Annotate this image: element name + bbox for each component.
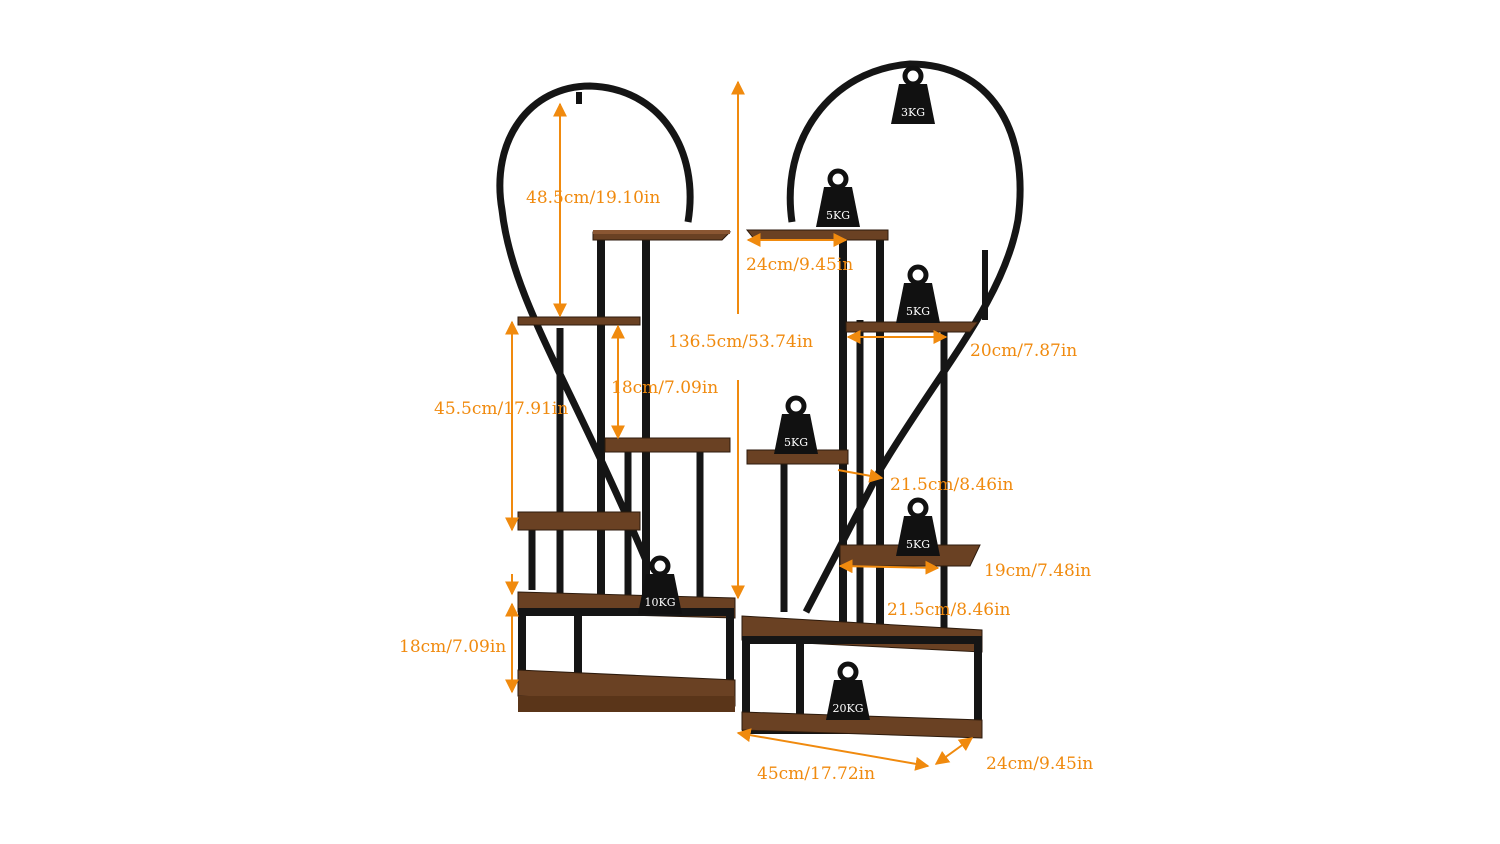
shelf5-width-label: 21.5cm/8.46in bbox=[887, 600, 1011, 620]
left-base-box bbox=[517, 591, 736, 712]
svg-text:5KG: 5KG bbox=[784, 436, 808, 449]
svg-text:5KG: 5KG bbox=[906, 538, 930, 551]
total-height-label: 136.5cm/53.74in bbox=[668, 332, 813, 352]
left-shelf-gap-label: 18cm/7.09in bbox=[611, 378, 718, 398]
weight-icon: 5KG bbox=[896, 267, 940, 323]
weight-icon: 10KG bbox=[638, 558, 682, 614]
hook-icon bbox=[576, 92, 582, 104]
svg-text:5KG: 5KG bbox=[826, 209, 850, 222]
arch-height-label: 48.5cm/19.10in bbox=[526, 188, 660, 208]
left-shelf-3 bbox=[604, 437, 731, 453]
left-arch-frame bbox=[496, 82, 694, 572]
weight-icon: 5KG bbox=[774, 398, 818, 454]
base-depth-label: 24cm/9.45in bbox=[986, 754, 1093, 774]
weight-icon: 3KG bbox=[891, 68, 935, 124]
weight-icon: 5KG bbox=[896, 500, 940, 556]
left-shelf-2 bbox=[517, 316, 641, 326]
right-top-shelf bbox=[745, 229, 889, 241]
left-top-shelf bbox=[592, 230, 732, 241]
left-shelf-4 bbox=[517, 511, 641, 531]
svg-text:5KG: 5KG bbox=[906, 305, 930, 318]
shelf3-width-label: 21.5cm/8.46in bbox=[890, 475, 1014, 495]
shelf2-width-label: 20cm/7.87in bbox=[970, 341, 1077, 361]
shelf4-width-label: 19cm/7.48in bbox=[984, 561, 1091, 581]
weight-icon: 20KG bbox=[826, 664, 870, 720]
base-length-label: 45cm/17.72in bbox=[757, 764, 875, 784]
left-base-height-label: 18cm/7.09in bbox=[399, 637, 506, 657]
weight-icon: 5KG bbox=[816, 171, 860, 227]
svg-text:3KG: 3KG bbox=[901, 106, 925, 119]
dimension-arrows bbox=[505, 80, 974, 771]
left-middle-span-label: 45.5cm/17.91in bbox=[434, 399, 568, 419]
right-shelf-unit bbox=[741, 60, 1024, 739]
top-shelf-width-label: 24cm/9.45in bbox=[746, 255, 853, 275]
left-shelf-unit bbox=[496, 82, 736, 712]
svg-text:20KG: 20KG bbox=[832, 702, 863, 715]
right-arch-frame bbox=[786, 60, 1024, 472]
right-shelf-2 bbox=[845, 321, 980, 333]
svg-text:10KG: 10KG bbox=[644, 596, 675, 609]
